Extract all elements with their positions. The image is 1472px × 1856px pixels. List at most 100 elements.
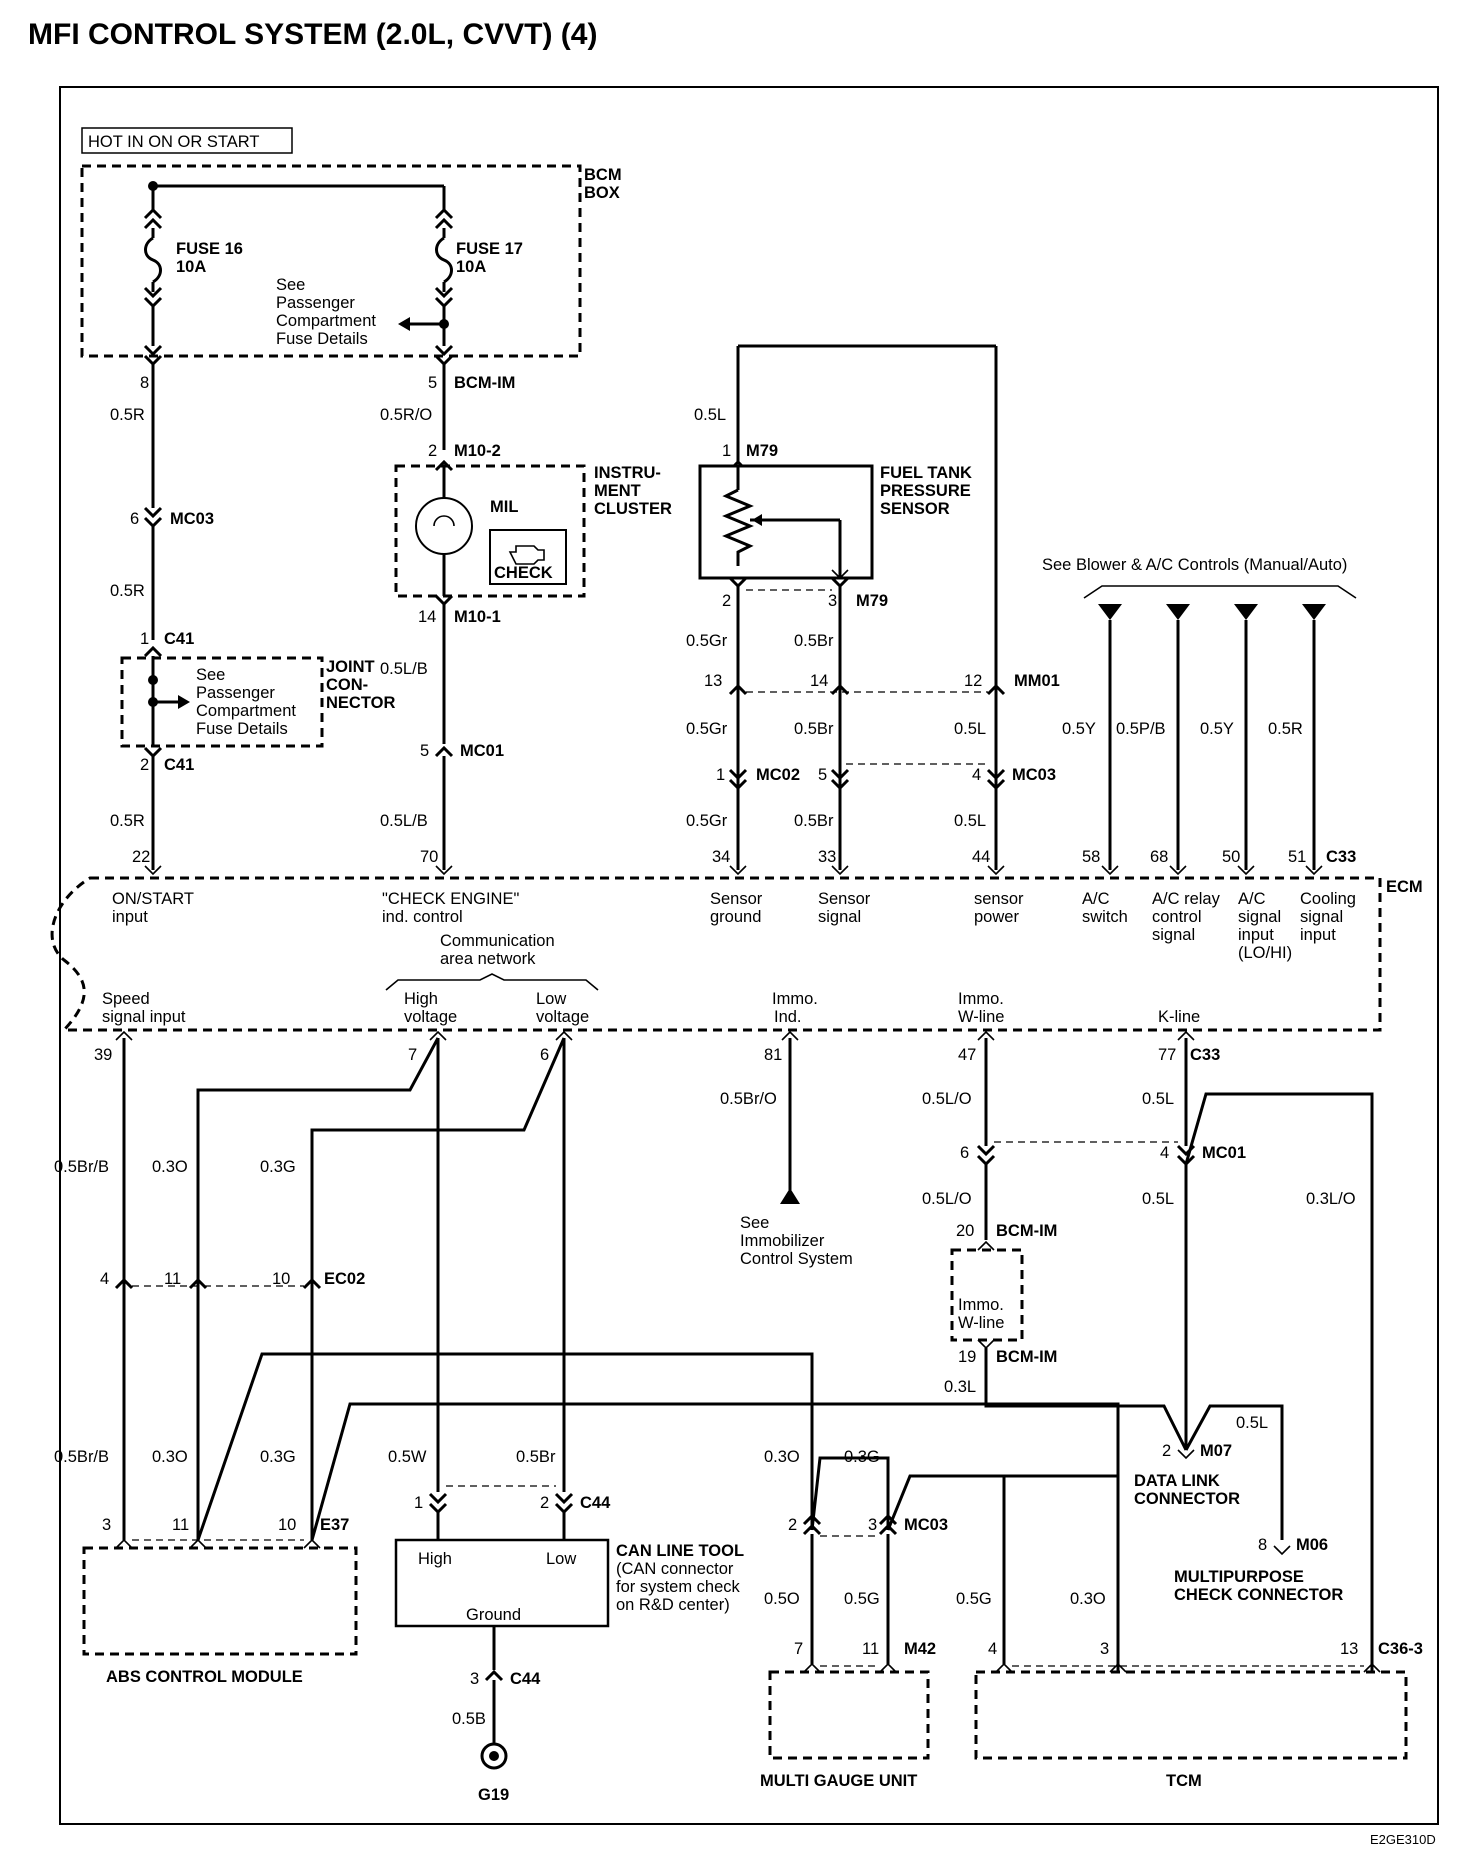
wire-ac-3: 0.5Y — [1200, 720, 1234, 738]
svg-text:Compartment: Compartment — [276, 312, 376, 330]
wire-0-5g-2: 0.5G — [956, 1590, 992, 1608]
can-line-tool-box[interactable] — [394, 1538, 610, 1628]
ecm-pin-68: 68 — [1150, 848, 1168, 866]
fuse-17-symbol — [434, 207, 454, 367]
tcm-label: TCM — [1166, 1772, 1202, 1790]
svg-text:Immo.: Immo. — [772, 990, 818, 1008]
svg-text:Sensor: Sensor — [710, 890, 763, 908]
svg-text:Low: Low — [536, 990, 566, 1008]
connector-bcm-im: BCM-IM — [454, 374, 515, 392]
image-code: E2GE310D — [1370, 1832, 1436, 1847]
svg-text:Passenger: Passenger — [276, 294, 355, 312]
e37-pin-11: 11 — [172, 1516, 189, 1534]
svg-text:CONNECTOR: CONNECTOR — [1134, 1490, 1240, 1508]
wire-0-5l-o-2: 0.5L/O — [922, 1190, 972, 1208]
see-immobilizer-note: See Immobilizer Control System — [740, 1214, 853, 1268]
svg-text:input: input — [1238, 926, 1274, 944]
ecm-pin-22: 22 — [132, 848, 150, 866]
fuse-17-name: FUSE 17 — [456, 240, 523, 258]
connector-ec02: EC02 — [324, 1270, 365, 1288]
wire-0-5r-1: 0.5R — [110, 406, 145, 424]
ec02-pin-10: 10 — [272, 1270, 290, 1288]
mm01-pin-12: 12 — [964, 672, 982, 690]
data-link-connector-label: DATA LINK CONNECTOR — [1134, 1472, 1240, 1508]
c44-pin-3: 3 — [470, 1670, 479, 1688]
wire-0-5l-3: 0.5L — [1142, 1090, 1174, 1108]
pin-14: 14 — [418, 608, 436, 626]
arrow-up-icon — [780, 1188, 800, 1204]
bcm-im-pin-20: 20 — [956, 1222, 974, 1240]
wire-ac-2: 0.5P/B — [1116, 720, 1166, 738]
svg-text:INSTRU-: INSTRU- — [594, 464, 661, 482]
m07-pin-2: 2 — [1162, 1442, 1171, 1460]
m42-pin-7: 7 — [794, 1640, 803, 1658]
wire-0-5r-2: 0.5R — [110, 582, 145, 600]
fuse-16-name: FUSE 16 — [176, 240, 243, 258]
wire-0-5l-b-1: 0.5L/B — [380, 660, 428, 678]
svg-text:Speed: Speed — [102, 990, 150, 1008]
wire-0-5l-o-1: 0.5L/O — [922, 1090, 972, 1108]
ec02-pin-4: 4 — [100, 1270, 109, 1288]
svg-text:ind. control: ind. control — [382, 908, 463, 926]
connector-m79-bottom: M79 — [856, 592, 888, 610]
svg-text:voltage: voltage — [536, 1008, 589, 1026]
multi-gauge-unit-box — [768, 1670, 930, 1760]
svg-text:Immo.: Immo. — [958, 1296, 1004, 1314]
wire-0-5br-o: 0.5Br/O — [720, 1090, 777, 1108]
connector-mc03-right: MC03 — [1012, 766, 1056, 784]
ground-g19: G19 — [478, 1786, 509, 1804]
wire-0-3g-1: 0.3G — [260, 1158, 296, 1176]
wire-0-3l: 0.3L — [944, 1378, 976, 1396]
svg-text:See: See — [276, 276, 305, 294]
ecm-pin-70: 70 — [420, 848, 438, 866]
svg-text:switch: switch — [1082, 908, 1128, 926]
connector-mc03-bottom: MC03 — [904, 1516, 948, 1534]
svg-text:(CAN connector: (CAN connector — [616, 1560, 734, 1578]
svg-text:W-line: W-line — [958, 1008, 1004, 1026]
connector-c36-3: C36-3 — [1378, 1640, 1423, 1658]
connector-m42: M42 — [904, 1640, 936, 1658]
ecm-pin-33: 33 — [818, 848, 836, 866]
can-tool-title: CAN LINE TOOL — [616, 1542, 744, 1560]
wire-0-5gr-1: 0.5Gr — [686, 632, 728, 650]
m79-pin-3: 3 — [828, 592, 837, 610]
ecm-bottom-labels: Speed signal input High voltage Low volt… — [102, 990, 1200, 1026]
pin-1-c41: 1 — [140, 630, 149, 648]
svg-text:CLUSTER: CLUSTER — [594, 500, 672, 518]
e37-pin-3: 3 — [102, 1516, 111, 1534]
connector-m10-2: M10-2 — [454, 442, 501, 460]
ecm-pin-47: 47 — [958, 1046, 976, 1064]
svg-text:power: power — [974, 908, 1019, 926]
svg-text:voltage: voltage — [404, 1008, 457, 1026]
connector-mm01: MM01 — [1014, 672, 1060, 690]
wire-0-5o: 0.5O — [764, 1590, 800, 1608]
instrument-cluster-box — [394, 464, 586, 598]
svg-text:MULTIPURPOSE: MULTIPURPOSE — [1174, 1568, 1304, 1586]
ecm-pin-50: 50 — [1222, 848, 1240, 866]
see-passenger-note-1: See Passenger Compartment Fuse Details — [276, 276, 376, 348]
svg-text:DATA LINK: DATA LINK — [1134, 1472, 1220, 1490]
arrow-right-icon — [178, 695, 190, 709]
svg-text:Immobilizer: Immobilizer — [740, 1232, 825, 1250]
connector-c41-bottom: C41 — [164, 756, 194, 774]
ecm-pin-44: 44 — [972, 848, 990, 866]
svg-text:See: See — [196, 666, 225, 684]
fuel-tank-sensor-box — [698, 464, 874, 580]
connector-m07: M07 — [1200, 1442, 1232, 1460]
wire-0-3o-4: 0.3O — [1070, 1590, 1106, 1608]
connector-bcm-im-3: BCM-IM — [996, 1348, 1057, 1366]
tcm-pin-4: 4 — [988, 1640, 997, 1658]
ecm-pin-51: 51 — [1288, 848, 1306, 866]
wire-0-5r-3: 0.5R — [110, 812, 145, 830]
svg-text:Fuse Details: Fuse Details — [276, 330, 368, 348]
ecm-pin-34: 34 — [712, 848, 730, 866]
ecm-bottom-connector-c33: C33 — [1190, 1046, 1220, 1064]
ecm-pin-7: 7 — [408, 1046, 417, 1064]
svg-text:(LO/HI): (LO/HI) — [1238, 944, 1292, 962]
svg-text:ON/START: ON/START — [112, 890, 194, 908]
mc02-pin-1: 1 — [716, 766, 725, 784]
check-label: CHECK — [494, 564, 553, 582]
wire-0-5gr-3: 0.5Gr — [686, 812, 728, 830]
hot-label: HOT IN ON OR START — [88, 133, 259, 151]
